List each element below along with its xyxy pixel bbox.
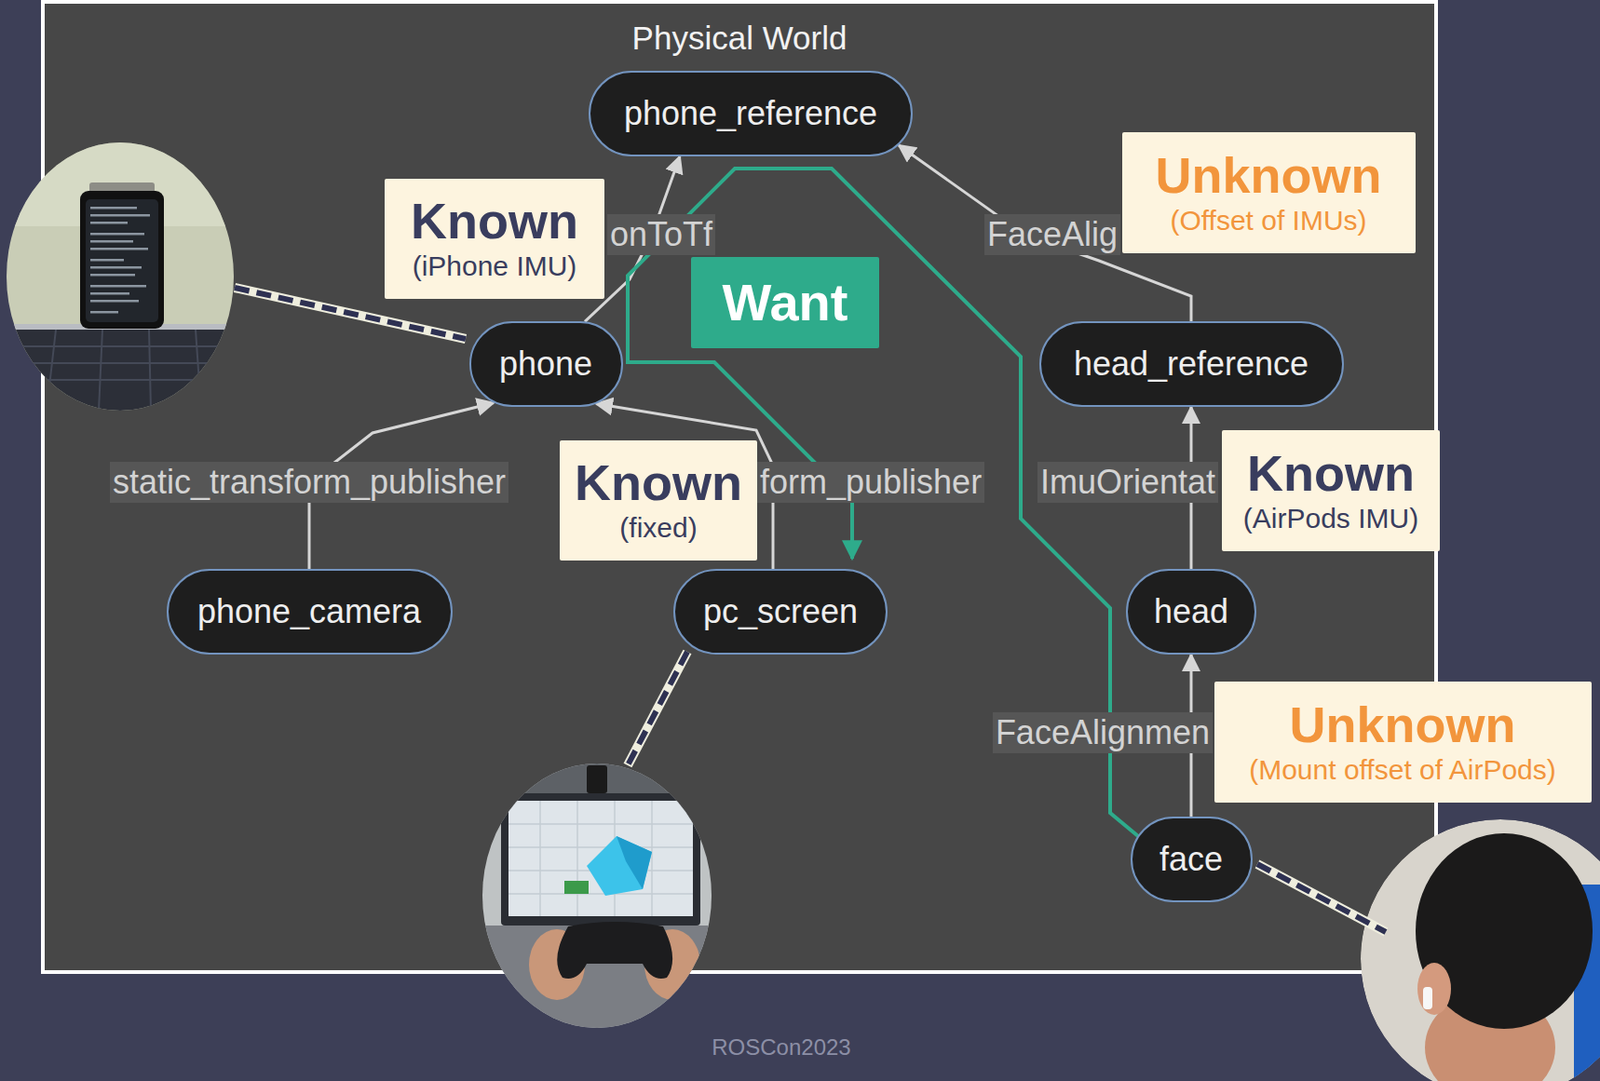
key-grid <box>11 329 231 411</box>
laptop-display <box>508 800 693 917</box>
screen-lines <box>90 206 150 314</box>
node-label: phone_camera <box>197 591 421 632</box>
laptop-photo <box>480 763 712 1029</box>
leader-line <box>1257 864 1386 933</box>
callout-note: (AirPods IMU) <box>1243 501 1419 536</box>
node-label: phone <box>499 343 593 384</box>
highlight-box: Want <box>691 257 880 349</box>
leader-outline <box>627 651 688 766</box>
airpod <box>1423 987 1433 1010</box>
group-title: Physical World <box>42 19 1437 57</box>
frame-node: phone_camera <box>166 569 453 655</box>
frame-node: phone <box>469 321 624 407</box>
edge-label: FaceAlig <box>984 214 1121 255</box>
model-face <box>616 836 652 890</box>
laptop-lid <box>501 793 701 926</box>
leader-outline <box>1257 864 1386 933</box>
node-label: face <box>1159 839 1223 880</box>
callout-title: Unknown <box>1289 697 1517 753</box>
callout-note: (iPhone IMU) <box>412 249 578 284</box>
footer-label: ROSCon2023 <box>711 1034 851 1062</box>
leader-line <box>627 651 688 766</box>
frame-node: phone_reference <box>588 70 913 157</box>
gamepad <box>556 922 673 979</box>
callout-note: (Offset of IMUs) <box>1169 203 1367 238</box>
callout-title: Known <box>1247 446 1415 502</box>
edge-label: FaceAlignmen <box>992 712 1213 753</box>
callout-box: Unknown(Mount offset of AirPods) <box>1214 681 1592 803</box>
frame-node: head <box>1125 569 1257 655</box>
callout-title: Known <box>574 455 743 511</box>
frame-node: pc_screen <box>673 569 888 655</box>
edge-label: onToTf <box>607 214 716 255</box>
edge-label: static_transform_publisher <box>109 461 509 502</box>
highlight-label: Want <box>722 272 849 333</box>
person-photo <box>1360 819 1600 1081</box>
hair <box>1415 833 1593 1030</box>
edge-label: ImuOrientat <box>1037 461 1219 502</box>
callout-box: Unknown(Offset of IMUs) <box>1122 132 1416 254</box>
callout-box: Known(AirPods IMU) <box>1221 430 1440 552</box>
callout-box: Known(iPhone IMU) <box>384 178 605 299</box>
display-grid <box>508 800 693 917</box>
phone-photo <box>6 142 234 414</box>
node-label: phone_reference <box>623 93 878 134</box>
node-label: head <box>1153 591 1229 632</box>
model-shape <box>586 836 652 896</box>
frame-node: head_reference <box>1039 321 1344 407</box>
callout-title: Known <box>410 193 579 249</box>
ear <box>1417 962 1451 1016</box>
node-label: pc_screen <box>703 591 858 632</box>
frame-node: face <box>1130 816 1253 903</box>
laptop-keyboard <box>6 329 234 414</box>
small-phone <box>586 765 608 794</box>
callout-title: Unknown <box>1155 148 1383 204</box>
model-part <box>564 881 589 895</box>
edge-label: form_publisher <box>757 461 985 502</box>
callout-note: (Mount offset of AirPods) <box>1248 753 1557 787</box>
phone-screen <box>85 199 159 323</box>
callout-box: Known(fixed) <box>559 440 758 561</box>
node-label: head_reference <box>1073 343 1309 384</box>
phone-body <box>80 190 164 329</box>
callout-note: (fixed) <box>619 511 697 545</box>
